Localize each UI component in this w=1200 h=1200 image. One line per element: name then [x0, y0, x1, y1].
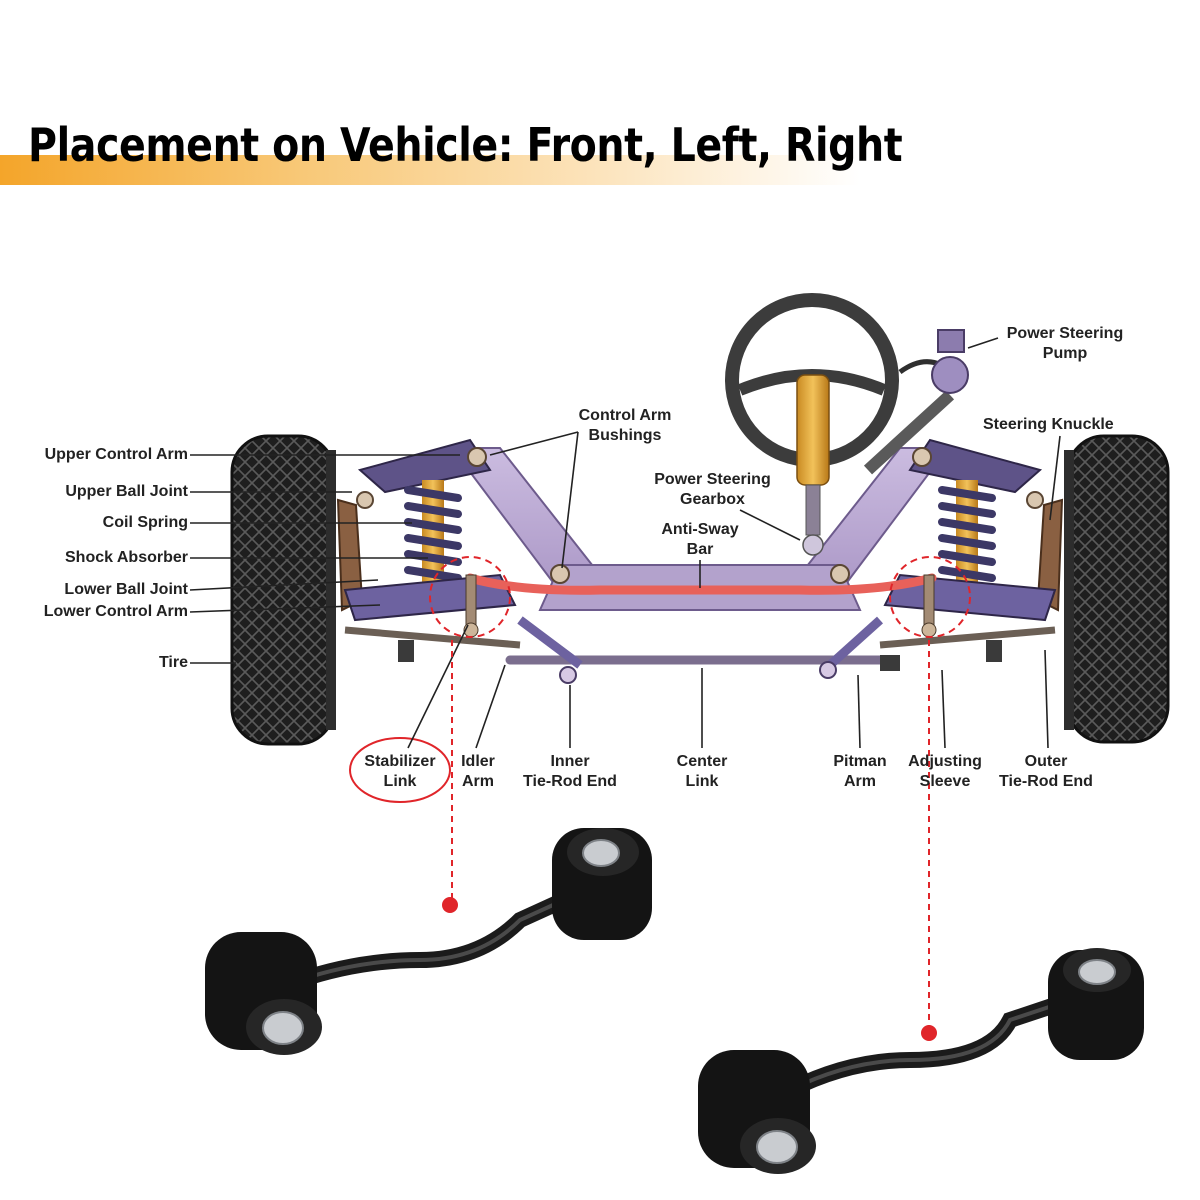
right-coil-spring [938, 480, 996, 590]
right-upper-control-arm [908, 438, 1043, 494]
label-tire: Tire [158, 654, 188, 671]
stabilizer-link-label-circle [349, 737, 451, 803]
label-pitman-arm: Pitman Arm [833, 753, 887, 790]
left-highlight-circle [429, 556, 511, 638]
connector-lines [451, 640, 930, 1030]
label-stabilizer-link: Stabilizer Link [364, 753, 436, 790]
label-lower-ball-joint: Lower Ball Joint [64, 581, 188, 598]
steering-linkage [344, 616, 1056, 684]
label-anti-sway-bar: Anti-Sway Bar [661, 521, 739, 558]
left-connector-dot [442, 897, 458, 913]
label-steering-knuckle: Steering Knuckle [983, 416, 1114, 433]
stabilizer-link-product-1 [205, 828, 652, 1055]
right-tire [1064, 434, 1170, 744]
label-upper-ball-joint: Upper Ball Joint [65, 483, 188, 500]
right-connector-dot [921, 1025, 937, 1041]
label-outer-tie-rod-end: Outer Tie-Rod End [999, 753, 1093, 790]
leader-lines [189, 337, 1061, 749]
left-upper-control-arm [357, 438, 492, 494]
stabilizer-link-product-2 [698, 948, 1144, 1174]
left-coil-spring [404, 480, 462, 590]
label-upper-control-arm: Upper Control Arm [44, 446, 188, 463]
page-title: Placement on Vehicle: Front, Left, Right [28, 118, 903, 172]
label-lower-control-arm: Lower Control Arm [43, 603, 188, 620]
label-idler-arm: Idler Arm [461, 753, 495, 790]
label-center-link: Center Link [676, 753, 728, 790]
label-power-steering-gearbox: Power Steering Gearbox [654, 471, 771, 508]
control-arm-bushings [356, 447, 1044, 584]
label-control-arm-bushings: Control Arm Bushings [578, 407, 672, 444]
label-coil-spring: Coil Spring [102, 514, 188, 531]
label-adjusting-sleeve: Adjusting Sleeve [908, 753, 982, 790]
right-stabilizer-link-location [921, 574, 937, 638]
left-tire [230, 434, 336, 746]
title-highlight-band [0, 155, 860, 185]
right-highlight-circle [889, 556, 971, 638]
label-shock-absorber: Shock Absorber [65, 549, 188, 566]
label-power-steering-pump: Power Steering Pump [1006, 325, 1124, 362]
power-steering-pump [863, 329, 969, 475]
steering-wheel [725, 293, 899, 556]
label-inner-tie-rod-end: Inner Tie-Rod End [523, 753, 617, 790]
anti-sway-bar [465, 573, 937, 595]
